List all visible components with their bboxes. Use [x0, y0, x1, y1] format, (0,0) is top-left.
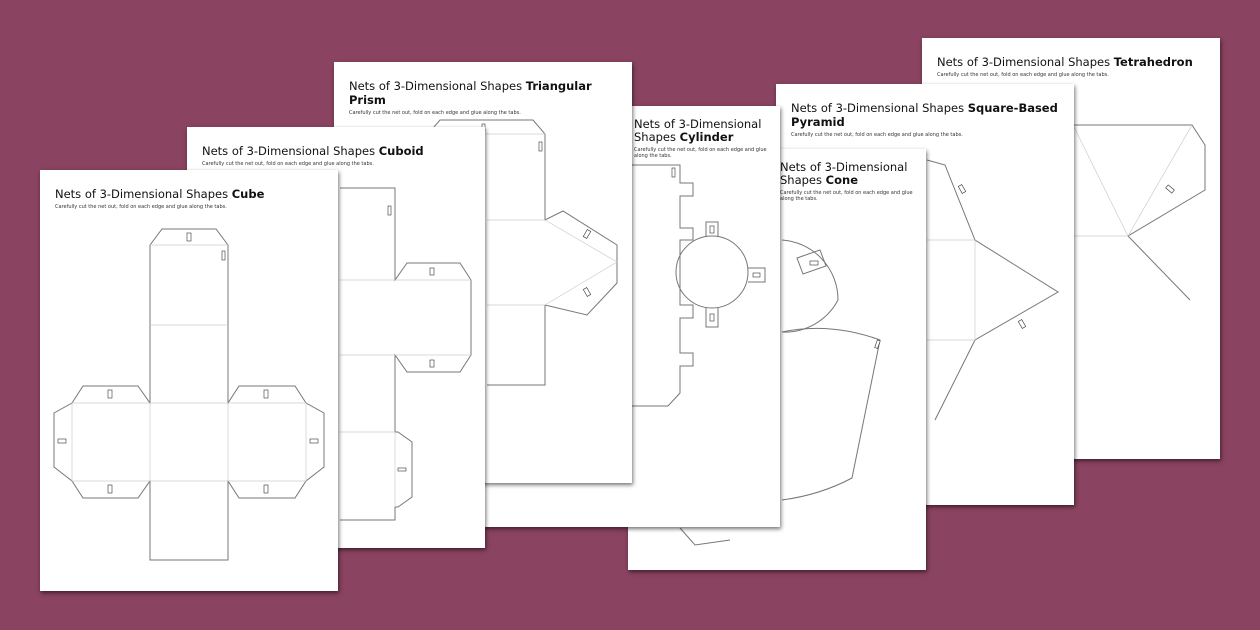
- worksheet-instructions: Carefully cut the net out, fold on each …: [937, 72, 1109, 78]
- worksheet-instructions: Carefully cut the net out, fold on each …: [634, 147, 767, 159]
- worksheet-instructions: Carefully cut the net out, fold on each …: [349, 110, 521, 116]
- tetrahedron-net: [1072, 124, 1206, 301]
- cylinder-net: [632, 164, 766, 407]
- cone-net: [679, 239, 881, 546]
- worksheet-title: Nets of 3-Dimensional Shapes Square-Base…: [791, 101, 1064, 138]
- pyramid-net: [926, 159, 1059, 421]
- cube-net: [53, 228, 325, 561]
- triangular-prism-net: [427, 119, 618, 386]
- worksheet-instructions: Carefully cut the net out, fold on each …: [791, 132, 963, 138]
- worksheet-title: Nets of 3-Dimensional Shapes Triangular …: [349, 79, 622, 116]
- worksheet-instructions: Carefully cut the net out, fold on each …: [780, 190, 913, 202]
- worksheet-instructions: Carefully cut the net out, fold on each …: [55, 204, 227, 210]
- worksheet-instructions: Carefully cut the net out, fold on each …: [202, 161, 374, 167]
- worksheet-title: Nets of 3-Dimensional Shapes Tetrahedron…: [937, 55, 1210, 78]
- cuboid-net: [340, 187, 472, 521]
